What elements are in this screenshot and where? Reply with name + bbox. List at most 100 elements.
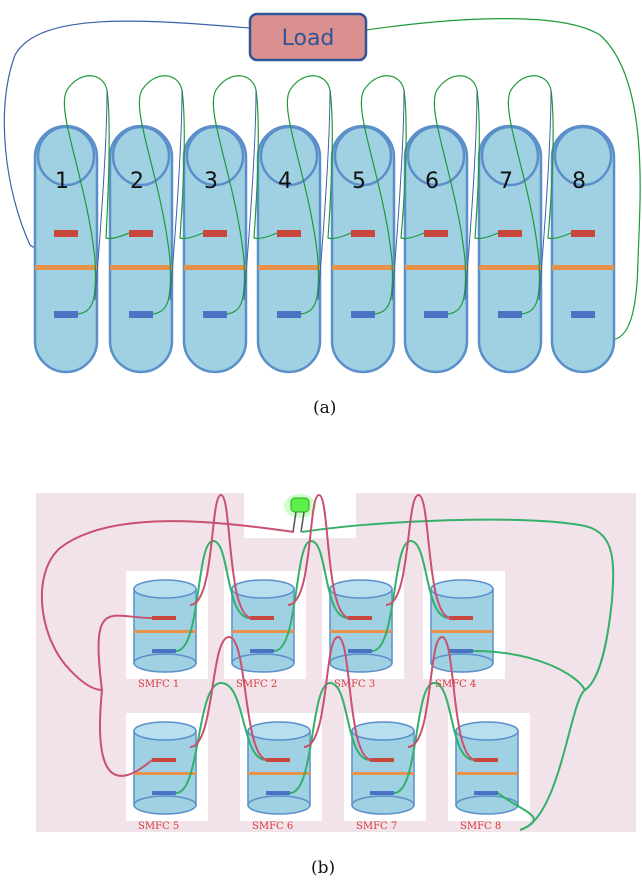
- cell-b-2: SMFC 2: [224, 571, 306, 690]
- cell-b-6: SMFC 6: [240, 713, 322, 832]
- cell-b-5: SMFC 5: [126, 713, 208, 832]
- cell-b-label: SMFC 3: [334, 679, 375, 690]
- membrane: [552, 265, 614, 270]
- led-wire-red: [40, 520, 295, 691]
- jumper-wire: [303, 635, 373, 761]
- jumper-wire: [289, 681, 371, 794]
- jar-top: [351, 721, 415, 741]
- membrane: [330, 630, 392, 633]
- last-cell-wire: [497, 792, 535, 831]
- jumper-wire: [371, 539, 450, 652]
- cathode-electrode: [348, 649, 372, 653]
- cell-b-label: SMFC 6: [252, 821, 293, 832]
- cell-top: [480, 125, 540, 187]
- cathode-electrode: [203, 311, 227, 318]
- cell-top: [36, 125, 96, 187]
- jumper-wire: [189, 635, 269, 761]
- wire-a-green: [286, 75, 352, 315]
- cell-a-8: 8: [550, 124, 616, 374]
- jar-top: [430, 579, 494, 599]
- anode-electrode: [498, 230, 522, 237]
- load-box: Load: [248, 12, 368, 62]
- membrane: [405, 265, 467, 270]
- cell-b-label: SMFC 1: [138, 679, 179, 690]
- wires-a: [63, 75, 572, 315]
- jumper-wire: [393, 681, 475, 794]
- membrane: [352, 772, 414, 775]
- cathode-electrode: [370, 791, 394, 795]
- load-wire-negative: [3, 20, 251, 250]
- jumper-wire: [407, 635, 477, 761]
- cathode-electrode: [54, 311, 78, 318]
- cathode-electrode: [129, 311, 153, 318]
- cell-number: 2: [130, 169, 144, 194]
- cell-a-7: 7: [477, 124, 543, 374]
- anode-electrode: [449, 616, 473, 620]
- cathode-electrode: [266, 791, 290, 795]
- jumper-wire: [287, 493, 351, 619]
- anode-electrode: [152, 758, 176, 762]
- membrane: [431, 630, 493, 633]
- wire-a-green: [360, 75, 425, 315]
- wire-a-blue: [317, 89, 331, 301]
- cell-top: [111, 125, 171, 187]
- cathode-electrode: [351, 311, 375, 318]
- cell-b-label: SMFC 8: [460, 821, 501, 832]
- jumper-wire: [189, 493, 253, 619]
- wire-a-green: [63, 75, 130, 315]
- wire-a-blue: [538, 89, 552, 301]
- membrane: [35, 265, 97, 270]
- anode-electrode: [250, 616, 274, 620]
- cell-number: 1: [55, 169, 69, 194]
- led: [284, 494, 316, 533]
- cell-a-2: 2: [108, 124, 174, 374]
- cell-a-3: 3: [182, 124, 248, 374]
- jar-top: [133, 579, 197, 599]
- wire-a-blue: [169, 89, 183, 301]
- cell-b-label: SMFC 2: [236, 679, 277, 690]
- membrane: [184, 265, 246, 270]
- membrane: [134, 772, 196, 775]
- jar-bottom: [133, 653, 197, 673]
- anode-electrode: [266, 758, 290, 762]
- cathode-electrode: [498, 311, 522, 318]
- wire-a-blue: [464, 89, 478, 301]
- cell-top: [185, 125, 245, 187]
- cell-b-4: SMFC 4: [423, 571, 505, 690]
- cell-number: 8: [572, 169, 586, 194]
- membrane: [248, 772, 310, 775]
- cell-a-4: 4: [256, 124, 322, 374]
- cell-b-8: SMFC 8: [448, 713, 530, 832]
- anode-electrode: [424, 230, 448, 237]
- anode-electrode: [348, 616, 372, 620]
- cell-top: [553, 125, 613, 187]
- anode-electrode: [203, 230, 227, 237]
- anode-electrode: [351, 230, 375, 237]
- jar-bottom: [329, 653, 393, 673]
- cell-number: 3: [204, 169, 218, 194]
- jumper-wire: [385, 493, 452, 619]
- cell-b-label: SMFC 7: [356, 821, 397, 832]
- anode-electrode: [474, 758, 498, 762]
- jar-bottom: [351, 795, 415, 815]
- jar-bottom: [430, 653, 494, 673]
- cathode-electrode: [474, 791, 498, 795]
- led-wire-green: [301, 518, 615, 831]
- cathode-electrode: [277, 311, 301, 318]
- cell-b-label: SMFC 5: [138, 821, 179, 832]
- anode-electrode: [54, 230, 78, 237]
- jar-top: [247, 721, 311, 741]
- cell-b-1: SMFC 1: [126, 571, 208, 690]
- caption-a: (a): [313, 398, 337, 418]
- jar-top: [455, 721, 519, 741]
- wire-a-blue: [391, 89, 405, 301]
- anode-electrode: [370, 758, 394, 762]
- membrane: [232, 630, 294, 633]
- caption-b: (b): [311, 858, 336, 878]
- jar-bottom: [133, 795, 197, 815]
- cathode-electrode: [250, 649, 274, 653]
- cell-a-5: 5: [330, 124, 396, 374]
- membrane: [332, 265, 394, 270]
- jumper-wire: [273, 539, 349, 652]
